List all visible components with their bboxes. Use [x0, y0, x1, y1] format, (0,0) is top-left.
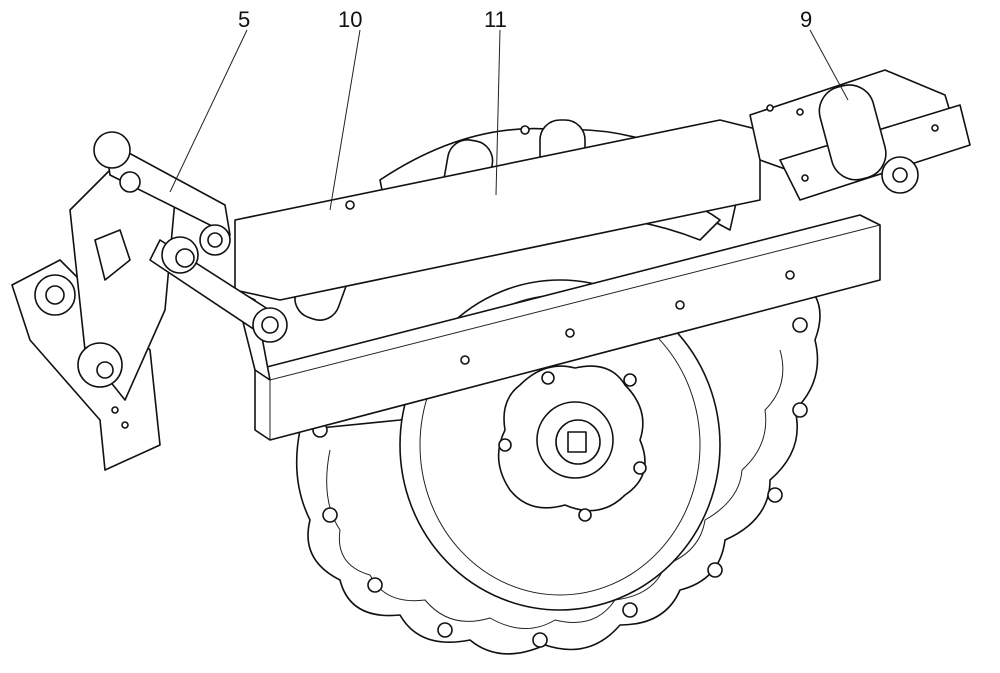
- label-10: 10: [338, 7, 362, 32]
- label-5: 5: [238, 7, 250, 32]
- label-11: 11: [484, 7, 507, 32]
- leader-5: [170, 30, 247, 192]
- bracket-9: [750, 70, 970, 200]
- label-9: 9: [800, 7, 812, 32]
- leader-10: [330, 30, 360, 210]
- linkage-5: [12, 132, 287, 470]
